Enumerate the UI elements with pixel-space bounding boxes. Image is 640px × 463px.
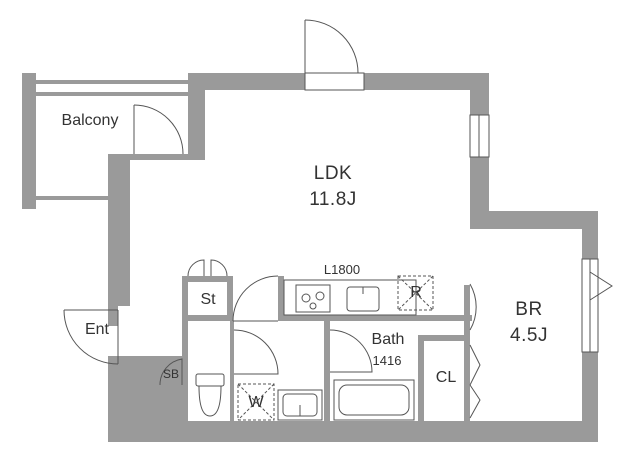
fridge-label: R xyxy=(410,284,422,301)
exterior-walls xyxy=(22,73,598,442)
entrance-label: Ent xyxy=(84,321,109,338)
ldk-room-name: LDK xyxy=(313,163,353,184)
doors xyxy=(63,19,613,419)
closet-label: CL xyxy=(435,369,457,386)
kitchen-length-label: L1800 xyxy=(323,262,361,277)
fridge-space xyxy=(397,275,434,311)
kitchen-counter xyxy=(283,279,417,316)
washer-label: W xyxy=(248,394,264,411)
bath-size-label: 1416 xyxy=(372,353,402,368)
ldk-room-size: 11.8J xyxy=(309,189,357,210)
stove-icon xyxy=(295,284,331,313)
br-room-size: 4.5J xyxy=(510,325,548,346)
bathtub-icon xyxy=(333,379,415,421)
shoe-box-label: SB xyxy=(162,367,179,381)
balcony-label: Balcony xyxy=(61,112,119,129)
washer-space xyxy=(237,383,275,421)
br-room-name: BR xyxy=(515,299,543,320)
windows xyxy=(469,114,599,353)
bath-label: Bath xyxy=(371,331,405,348)
toilet-icon xyxy=(195,373,225,417)
storage-label: St xyxy=(200,291,216,308)
washbasin-icon xyxy=(277,389,323,421)
